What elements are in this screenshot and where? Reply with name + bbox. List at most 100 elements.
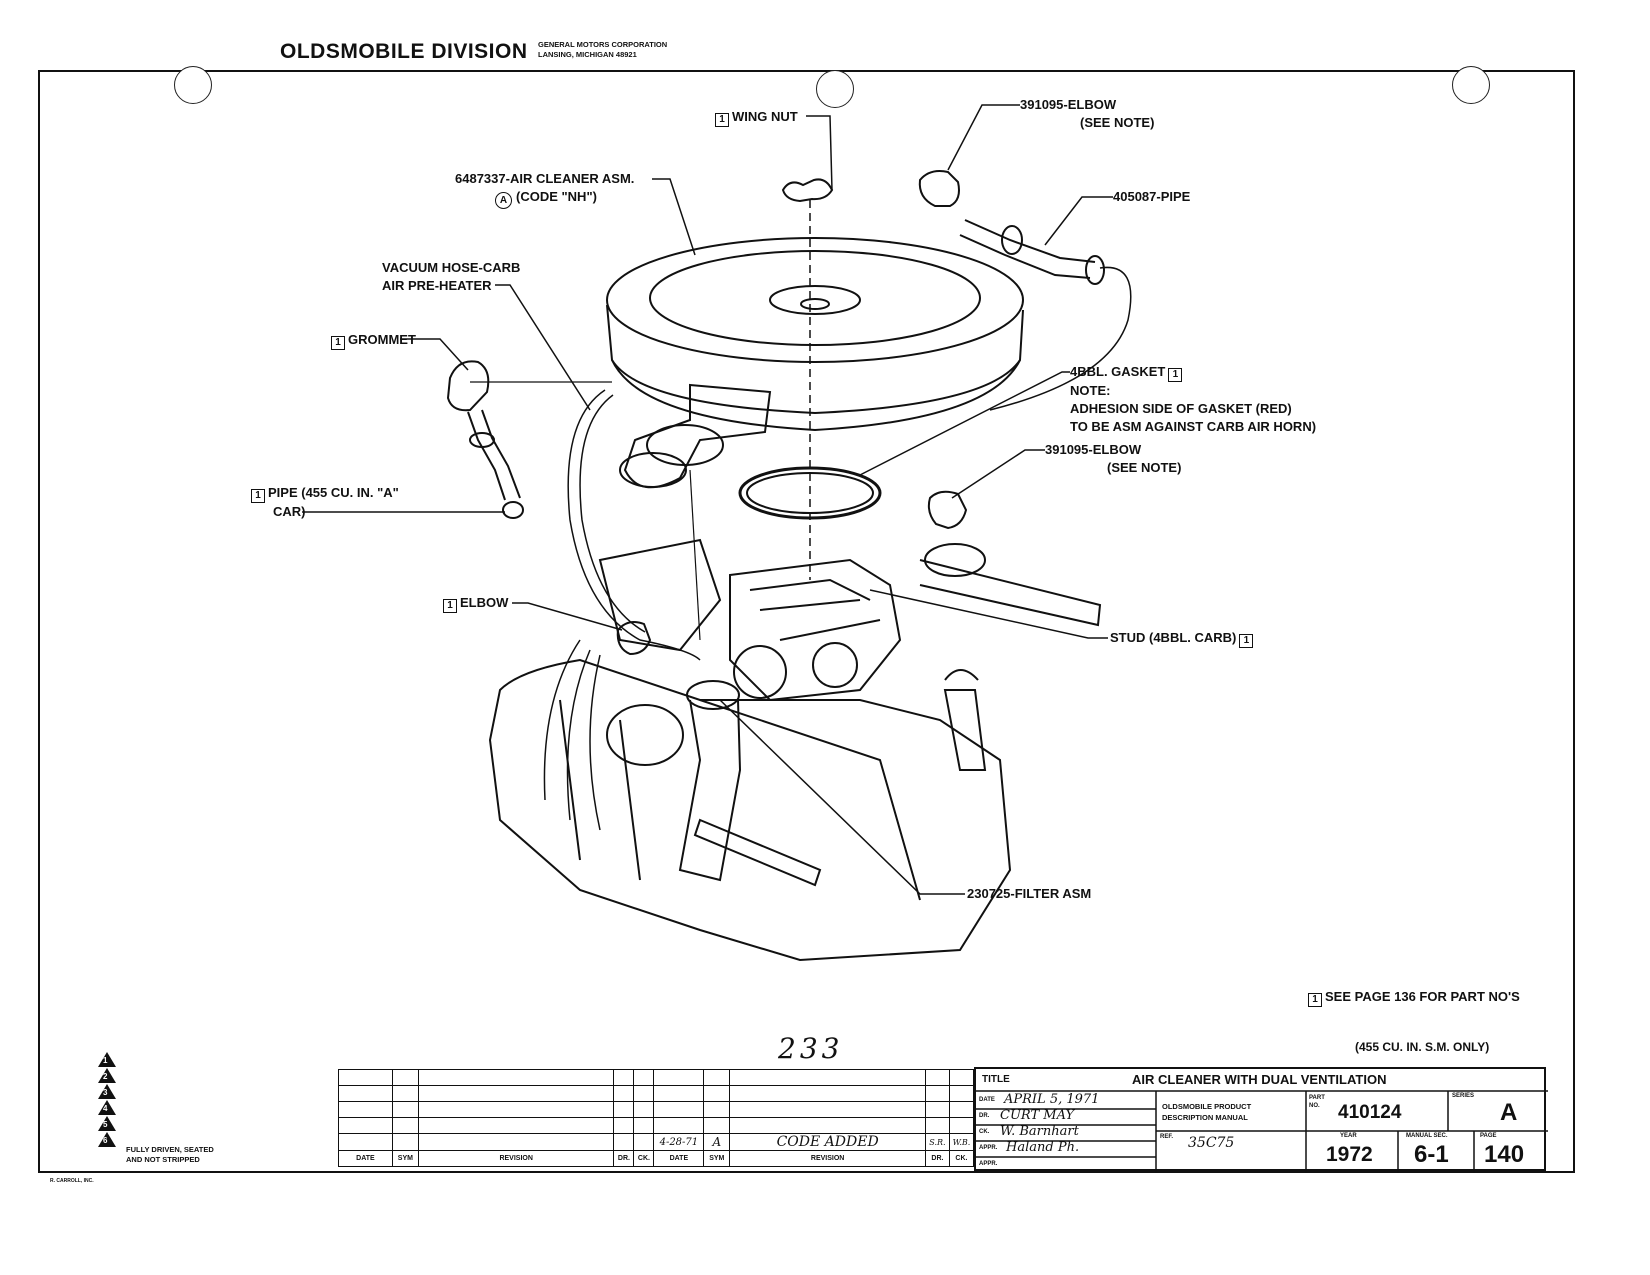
callout-stud: STUD (4BBL. CARB)1: [1110, 629, 1256, 648]
elbow-low-part: [616, 621, 652, 656]
col-sym: SYM: [391, 1150, 419, 1167]
callout-air-cleaner-part: 6487337-AIR CLEANER ASM.: [455, 171, 635, 186]
appr-value: Haland Ph.: [1006, 1140, 1080, 1155]
vacuum-hose: [567, 389, 701, 661]
year-value: 1972: [1326, 1143, 1373, 1166]
ck-value: W. Barnhart: [1000, 1124, 1079, 1139]
ref-value: 35C75: [1188, 1135, 1235, 1151]
box-symbol: 1: [443, 599, 457, 613]
code-a-symbol: A: [495, 192, 512, 209]
box-symbol: 1: [715, 113, 729, 127]
manual-line1: OLDSMOBILE PRODUCT: [1162, 1102, 1252, 1111]
callout-elbow-mid: 391095-ELBOW (SEE NOTE): [1045, 441, 1181, 477]
callout-elbow-top-part: 391095-ELBOW: [1020, 97, 1117, 112]
date-value: APRIL 5, 1971: [1004, 1092, 1100, 1107]
corporation-address: GENERAL MOTORS CORPORATION LANSING, MICH…: [538, 40, 667, 60]
col-revision-2: REVISION: [729, 1150, 926, 1167]
callout-vacuum-hose: VACUUM HOSE-CARB AIR PRE-HEATER: [382, 259, 520, 295]
legend-triangle-4: 4: [98, 1100, 116, 1115]
callout-elbow-top-note: (SEE NOTE): [1080, 115, 1155, 130]
callout-gasket-note-line1: ADHESION SIDE OF GASKET (RED): [1070, 401, 1292, 416]
col-dr: DR.: [613, 1150, 635, 1167]
callout-elbow-mid-note: (SEE NOTE): [1107, 460, 1182, 475]
page-value: 140: [1484, 1141, 1525, 1168]
date-label: DATE: [979, 1097, 995, 1103]
revision-sym: A: [703, 1133, 731, 1151]
col-ck: CK.: [633, 1150, 655, 1167]
series-value: A: [1500, 1099, 1518, 1126]
callout-grommet-text: GROMMET: [348, 332, 416, 347]
legend-triangle-6: 6: [98, 1132, 116, 1147]
ck-label: CK.: [979, 1129, 990, 1135]
callout-air-cleaner: 6487337-AIR CLEANER ASM. A (CODE "NH"): [455, 170, 634, 209]
callout-vacuum-hose-line2: AIR PRE-HEATER: [382, 278, 492, 293]
box-symbol: 1: [1168, 368, 1183, 382]
manual-sec-label: MANUAL SEC.: [1406, 1133, 1448, 1139]
col-date-2: DATE: [653, 1150, 705, 1167]
callout-stud-text: STUD (4BBL. CARB): [1110, 630, 1237, 645]
legend-text-line1: FULLY DRIVEN, SEATED: [126, 1145, 214, 1154]
year-label: YEAR: [1340, 1133, 1357, 1139]
callout-elbow-low-text: ELBOW: [460, 595, 509, 610]
callout-pipe-455-line2: CAR): [273, 504, 306, 519]
callout-filter: 230725-FILTER ASM: [967, 886, 1092, 901]
part-number: 410124: [1338, 1102, 1402, 1123]
callout-wing-nut-text: WING NUT: [732, 109, 798, 124]
printer-mark: R. CARROLL, INC.: [50, 1178, 94, 1184]
series-label: SERIES: [1452, 1093, 1475, 1099]
drawing-title: AIR CLEANER WITH DUAL VENTILATION: [1132, 1072, 1387, 1087]
ref-label: REF.: [1160, 1134, 1174, 1140]
handwritten-page-number: 233: [778, 1032, 844, 1065]
callout-pipe-405087: 405087-PIPE: [1113, 189, 1191, 204]
part-label: PART NO.: [1309, 1095, 1325, 1109]
elbow-mid-part: [927, 490, 968, 530]
legend-triangle-3: 3: [98, 1084, 116, 1099]
revision-dr: S.R.: [924, 1133, 950, 1151]
box-symbol: 1: [251, 489, 265, 503]
manual-sec-value: 6-1: [1414, 1141, 1449, 1168]
elbow-top-part: [918, 170, 960, 207]
callout-gasket-part: 4BBL. GASKET: [1070, 364, 1166, 379]
appr2-label: APPR.: [979, 1161, 998, 1167]
revision-date: 4-28-71: [653, 1133, 705, 1151]
left-pipe: [467, 409, 521, 501]
callout-air-cleaner-code: (CODE "NH"): [516, 189, 597, 204]
callout-pipe-455-line1: PIPE (455 CU. IN. "A": [268, 485, 399, 500]
callout-gasket-note-line2: TO BE ASM AGAINST CARB AIR HORN): [1070, 419, 1317, 434]
legend-triangle-1: 1: [98, 1052, 116, 1067]
col-revision: REVISION: [417, 1150, 615, 1167]
box-symbol: 1: [331, 336, 345, 350]
box-symbol: 1: [1308, 993, 1322, 1007]
page-label: PAGE: [1480, 1133, 1497, 1139]
title-block-grid: [976, 1090, 1548, 1173]
callout-elbow-mid-part: 391095-ELBOW: [1045, 442, 1142, 457]
legend-triangle-2: 2: [98, 1068, 116, 1083]
manual-line2: DESCRIPTION MANUAL: [1162, 1113, 1248, 1122]
engine-block: [488, 658, 1012, 962]
manual-name: OLDSMOBILE PRODUCT DESCRIPTION MANUAL: [1162, 1101, 1251, 1123]
carburetor: [729, 558, 902, 702]
callout-elbow-top: 391095-ELBOW (SEE NOTE): [1020, 96, 1154, 132]
title-block: TITLE AIR CLEANER WITH DUAL VENTILATION …: [974, 1067, 1548, 1173]
corp-city: LANSING, MICHIGAN 48921: [538, 50, 637, 59]
revision-text: CODE ADDED: [729, 1133, 926, 1151]
callout-vacuum-hose-line1: VACUUM HOSE-CARB: [382, 260, 521, 275]
air-cleaner-body: [606, 304, 1024, 432]
drawing-frame: [38, 70, 1575, 1173]
col-dr-2: DR.: [924, 1150, 950, 1167]
box-symbol: 1: [1239, 634, 1254, 648]
cu-in-note: (455 CU. IN. S.M. ONLY): [1355, 1040, 1490, 1054]
see-page-text: SEE PAGE 136 FOR PART NO'S: [1325, 989, 1520, 1004]
col-ck-2: CK.: [948, 1150, 975, 1167]
revision-table: 4-28-71 A CODE ADDED S.R. W.B. DATE SYM …: [338, 1069, 975, 1167]
filter-asm: [686, 680, 740, 710]
punch-hole-left: [174, 66, 212, 104]
corp-name: GENERAL MOTORS CORPORATION: [538, 40, 668, 49]
legend-text-line2: AND NOT STRIPPED: [126, 1155, 200, 1164]
